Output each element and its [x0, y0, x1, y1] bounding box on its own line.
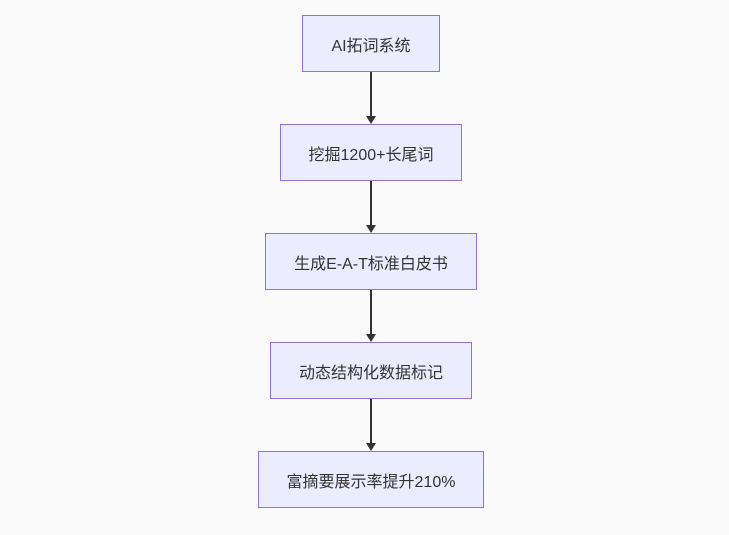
- flowchart-edge-3-4: [366, 290, 376, 342]
- flowchart-node-step-3: 生成E-A-T标准白皮书: [265, 233, 477, 290]
- flowchart-node-step-5: 富摘要展示率提升210%: [257, 451, 485, 508]
- arrow-line: [370, 72, 372, 116]
- node-label: 富摘要展示率提升210%: [286, 473, 456, 491]
- arrow-line: [370, 181, 372, 225]
- flowchart-node-step-1: AI拓词系统: [302, 15, 440, 72]
- arrowhead-down-icon: [366, 225, 376, 233]
- node-label: 挖掘1200+长尾词: [308, 146, 434, 164]
- arrow-line: [370, 290, 372, 334]
- arrowhead-down-icon: [366, 443, 376, 451]
- flowchart-node-step-2: 挖掘1200+长尾词: [279, 124, 463, 181]
- node-label: 动态结构化数据标记: [298, 364, 443, 382]
- arrow-line: [370, 399, 372, 443]
- arrowhead-down-icon: [366, 334, 376, 342]
- flowchart-edge-4-5: [366, 399, 376, 451]
- flowchart-edge-1-2: [366, 72, 376, 124]
- flowchart-node-step-4: 动态结构化数据标记: [269, 342, 472, 399]
- node-label: AI拓词系统: [331, 37, 411, 55]
- flowchart-edge-2-3: [366, 181, 376, 233]
- arrowhead-down-icon: [366, 116, 376, 124]
- flowchart: AI拓词系统 挖掘1200+长尾词 生成E-A-T标准白皮书 动态结构化数据标记: [13, 15, 729, 508]
- node-label: 生成E-A-T标准白皮书: [294, 255, 448, 273]
